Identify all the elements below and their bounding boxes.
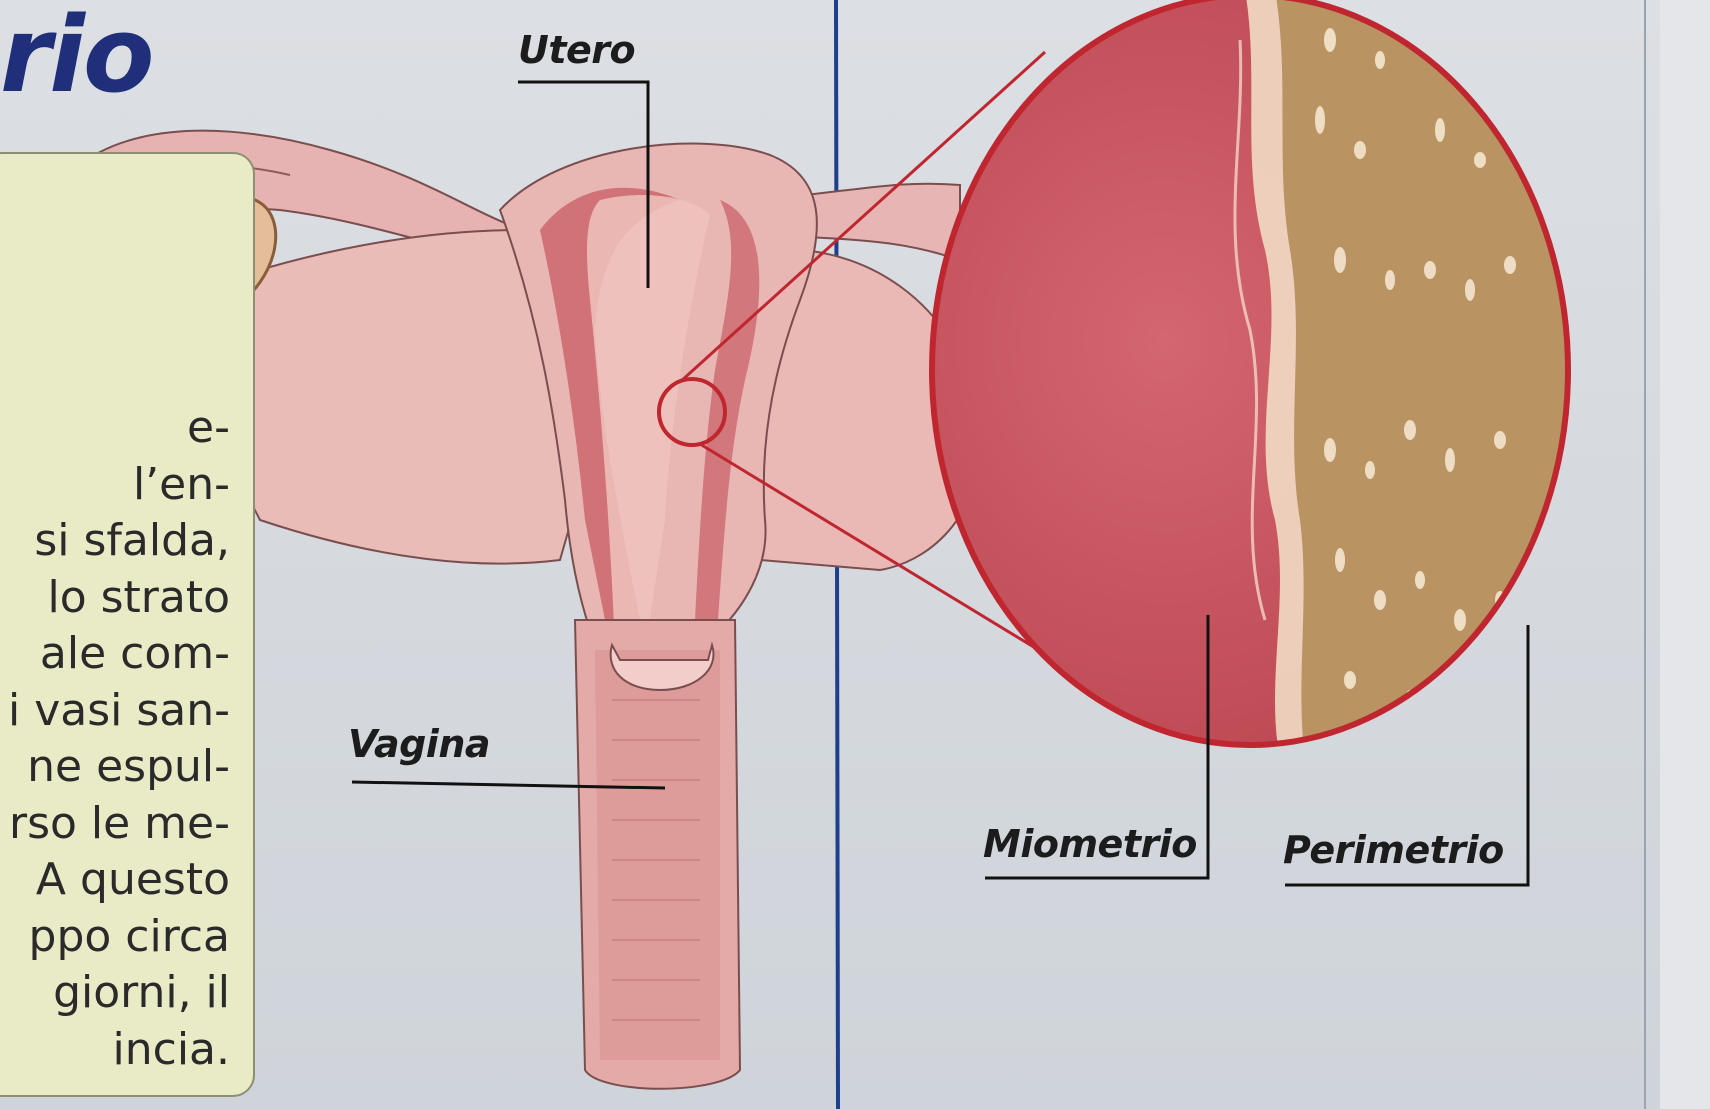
label-miometrio: Miometrio (983, 822, 1197, 866)
paragraph-line: giorni, il (8, 965, 230, 1022)
label-utero: Utero (518, 28, 635, 72)
paragraph-line: A questo (8, 852, 230, 909)
paragraph-line: lo strato (8, 570, 230, 627)
paragraph-line: e- (8, 400, 230, 457)
vagina-wall (595, 650, 720, 1060)
label-vagina: Vagina (348, 722, 490, 766)
paragraph-line: l’en- (8, 457, 230, 514)
paragraph-line: ale com- (8, 626, 230, 683)
label-perimetrio: Perimetrio (1283, 828, 1504, 872)
paragraph-line: i vasi san- (8, 683, 230, 740)
body-paragraph: e- l’en- si sfalda, lo strato ale com- i… (8, 400, 230, 1078)
page-title: rio (0, 0, 152, 116)
paragraph-line: ppo circa (8, 909, 230, 966)
paragraph-line: rso le me- (8, 796, 230, 853)
paragraph-line: si sfalda, (8, 513, 230, 570)
paragraph-line: incia. (8, 1022, 230, 1079)
right-page-strip (1660, 0, 1710, 1109)
paragraph-line: ne espul- (8, 739, 230, 796)
